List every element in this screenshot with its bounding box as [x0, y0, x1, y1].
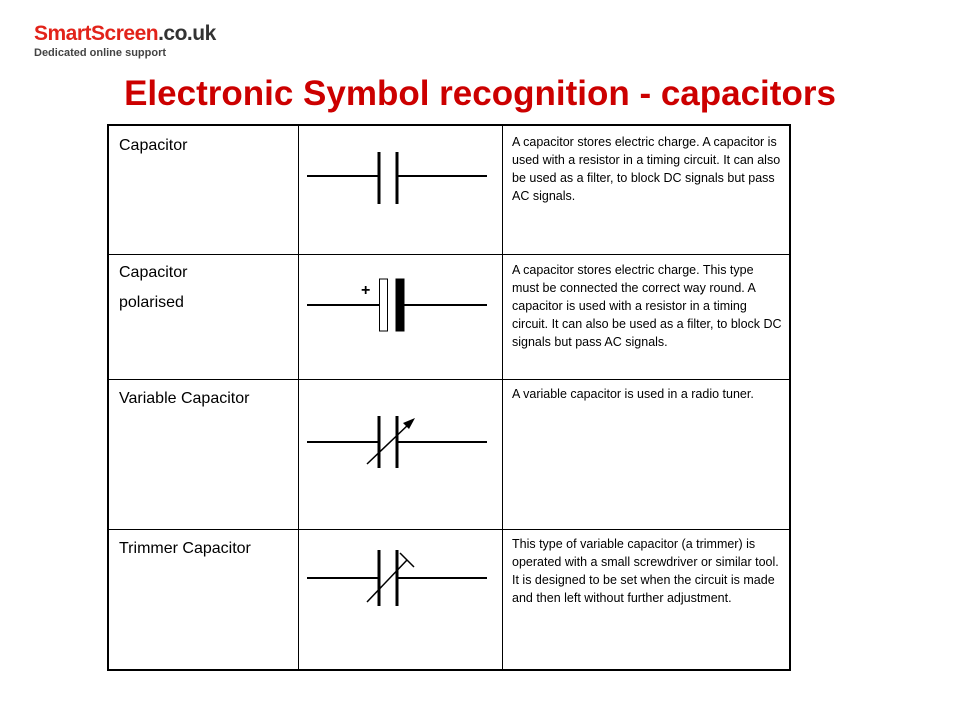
- table-row-description: A capacitor stores electric charge. A ca…: [512, 135, 781, 203]
- table-row-description: This type of variable capacitor (a trimm…: [512, 537, 779, 605]
- symbol-table: Capacitor A capacitor stores electric ch…: [107, 124, 791, 671]
- table-row-name: Variable Capacitor: [119, 389, 294, 419]
- row-name-line: Capacitor: [119, 264, 188, 281]
- table-row-description: A variable capacitor is used in a radio …: [512, 387, 754, 401]
- row-divider: [109, 254, 789, 255]
- row-divider: [109, 529, 789, 530]
- plus-sign: +: [361, 282, 370, 299]
- table-row-name: Trimmer Capacitor: [119, 539, 294, 569]
- table-row-name: Capacitor polarised: [119, 263, 294, 323]
- page-title: Electronic Symbol recognition - capacito…: [124, 74, 836, 113]
- row-name-line: Capacitor: [119, 137, 188, 154]
- row-name-line: Trimmer Capacitor: [119, 540, 251, 557]
- table-row-description: A capacitor stores electric charge. This…: [512, 263, 782, 349]
- logo-tagline: Dedicated online support: [34, 47, 167, 59]
- row-divider: [109, 379, 789, 380]
- smartscreen-logo: SmartScreen.co.uk Dedicated online suppo…: [34, 22, 216, 60]
- capacitor-symbol: [307, 152, 487, 204]
- trimmer-capacitor-symbol: [307, 550, 487, 606]
- polarised-capacitor-symbol: +: [307, 278, 487, 332]
- logo-wordmark: SmartScreen.co.uk: [34, 22, 216, 45]
- variable-capacitor-symbol: [307, 416, 487, 468]
- table-row-name: Capacitor: [119, 136, 294, 166]
- row-name-line: Variable Capacitor: [119, 390, 250, 407]
- column-divider: [298, 126, 299, 669]
- row-name-line: polarised: [119, 294, 184, 311]
- column-divider: [502, 126, 503, 669]
